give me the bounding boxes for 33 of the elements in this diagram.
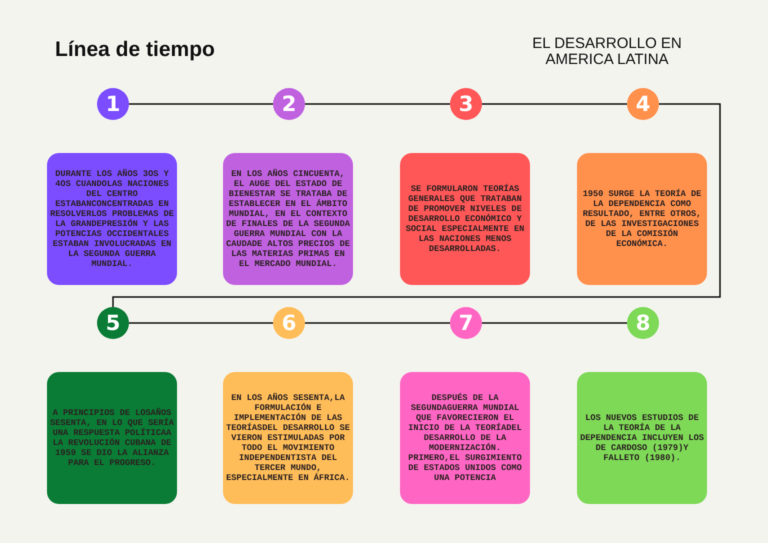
event-card	[400, 153, 530, 285]
timeline-line	[482, 322, 627, 324]
timeline-line	[112, 103, 721, 307]
timeline-line	[305, 103, 450, 105]
event-text: DESPUÉS DE LA SEGUNDAGUERRA MUNDIAL QUE FAVORECIERON EL INICIO DE LA TEORÍADEL DESARROLLO DE LA MODERNIZACIÓN. PRIMERO,EL SURGIMIENTO DE ESTADOS UNIDOS COMO UNA POTENCIA	[407, 393, 523, 483]
timeline-line	[129, 322, 273, 324]
number-circle: 4	[627, 88, 659, 120]
timeline-line	[129, 103, 273, 105]
subtitle: EL DESARROLLO EN AMERICA LATINA	[531, 36, 683, 68]
event-text: A PRINCIPIOS DE LOSAÑOS SESENTA, EN LO QUE SERÍA UNA RESPUESTA POLÍTICAA LA REVOLUCIÓN CUBANA DE 1959 SE DIO LA ALIANZA PARA EL PROGRESO.	[50, 408, 174, 468]
timeline-line	[482, 103, 627, 105]
event-card	[223, 372, 353, 504]
number-circle: 5	[97, 307, 129, 339]
event-text: 1950 SURGE LA TEORÍA DE LA DEPENDENCIA COMO RESULTADO, ENTRE OTROS, DE LAS INVESTIGACIONES DE LA COMISIÓN ECONÓMICA.	[582, 189, 702, 249]
event-card	[400, 372, 530, 504]
event-text: EN LOS AÑOS SESENTA,LA FORMULACIÓN E IMPLEMENTACIÓN DE LAS TEORÍASDEL DESARROLLO SE VIERON ESTIMULADAS POR TODO EL MOVIMIENTO INDEPENDENTISTA DEL TERCER MUNDO, ESPECIALMENTE EN ÁFRICA.	[226, 393, 350, 483]
event-card	[223, 153, 353, 285]
event-text: DURANTE LOS AÑOS 3OS Y 4OS CUANDOLAS NACIONES DEL CENTRO ESTABANCONCENTRADAS EN RESOLVERLOS PROBLEMAS DE LA GRANDEPRESIÓN Y LAS POTENCIAS OCCIDENTALES ESTABAN INVOLUCRADAS EN LA SEGUNDA GUERRA MUNDIAL.	[50, 169, 174, 269]
event-text: LOS NUEVOS ESTUDIOS DE LA TEORÍA DE LA DEPENDENCIA INCLUYEN LOS DE CARDOSO (1979)Y FALLETO (1980).	[580, 413, 704, 463]
event-card	[47, 372, 177, 504]
number-circle: 7	[450, 307, 482, 339]
number-circle: 1	[97, 88, 129, 120]
number-circle: 2	[273, 88, 305, 120]
timeline-line	[305, 322, 450, 324]
number-circle: 6	[273, 307, 305, 339]
event-card	[577, 153, 707, 285]
event-text: SE FORMULARON TEORÍAS GENERALES QUE TRATABAN DE PROMOVER NIVELES DE DESARROLLO ECONÓMICO Y SOCIAL ESPECIALMENTE EN LAS NACIONES MENOS DESARROLLADAS.	[404, 184, 526, 254]
event-text: EN LOS AÑOS CINCUENTA, EL AUGE DEL ESTADO DE BIENESTAR SE TRATABA DE ESTABLECER EN EL ÁMBITO MUNDIAL, EN EL CONTEXTO DE FINALES DE LA SEGUNDA GUERRA MUNDIAL CON LA CAUDADE ALTOS PRECIOS DE LAS MATERIAS PRIMAS EN EL MERCADO MUNDIAL.	[226, 169, 350, 269]
number-circle: 3	[450, 88, 482, 120]
title: Línea de tiempo	[55, 38, 215, 62]
number-circle: 8	[627, 307, 659, 339]
event-card	[47, 153, 177, 285]
event-card	[577, 372, 707, 504]
